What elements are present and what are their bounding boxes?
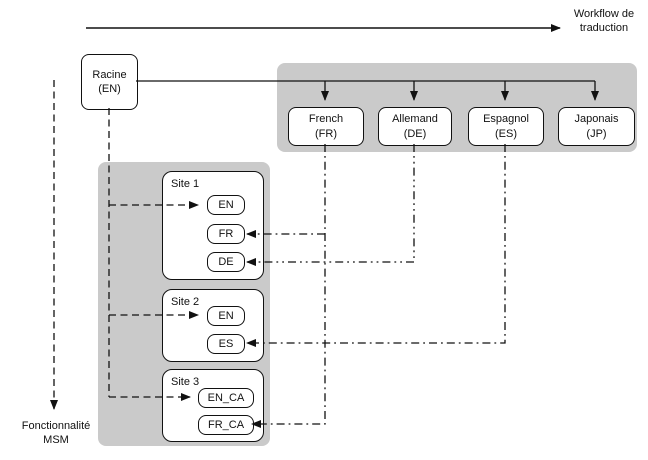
node-japonais: Japonais (JP) (558, 107, 635, 146)
site1-chip-fr: FR (207, 224, 245, 244)
site3-box: Site 3 EN_CA FR_CA (162, 369, 264, 442)
site3-chip-fr-ca: FR_CA (198, 415, 254, 435)
site3-chip-en-ca: EN_CA (198, 388, 254, 408)
node-espagnol-code: (ES) (495, 127, 517, 140)
node-french-code: (FR) (315, 127, 337, 140)
node-japonais-code: (JP) (586, 127, 607, 140)
msm-functionality-label: Fonctionnalité MSM (21, 420, 91, 446)
site1-box: Site 1 EN FR DE (162, 171, 264, 280)
site1-chip-en: EN (207, 195, 245, 215)
node-allemand-name: Allemand (392, 113, 438, 126)
site2-box: Site 2 EN ES (162, 289, 264, 362)
workflow-direction-label: Workflow de traduction (573, 8, 635, 34)
node-racine: Racine (EN) (81, 54, 138, 110)
espagnol-to-site2-es-line (246, 144, 506, 347)
site2-chip-en: EN (207, 306, 245, 326)
node-french-name: French (308, 113, 344, 126)
site2-chip-es: ES (207, 334, 245, 354)
node-french: French (FR) (288, 107, 364, 146)
site2-label: Site 2 (171, 296, 200, 308)
node-espagnol-name: Espagnol (483, 113, 529, 126)
node-racine-name: Racine (92, 68, 127, 81)
node-japonais-name: Japonais (574, 113, 619, 126)
node-allemand-code: (DE) (403, 127, 427, 140)
site3-label: Site 3 (171, 376, 200, 388)
allemand-to-site1-de-line (246, 144, 415, 266)
node-allemand: Allemand (DE) (378, 107, 452, 146)
node-racine-code: (EN) (98, 83, 121, 95)
site1-chip-de: DE (207, 252, 245, 272)
node-espagnol: Espagnol (ES) (468, 107, 544, 146)
site1-label: Site 1 (171, 178, 200, 190)
